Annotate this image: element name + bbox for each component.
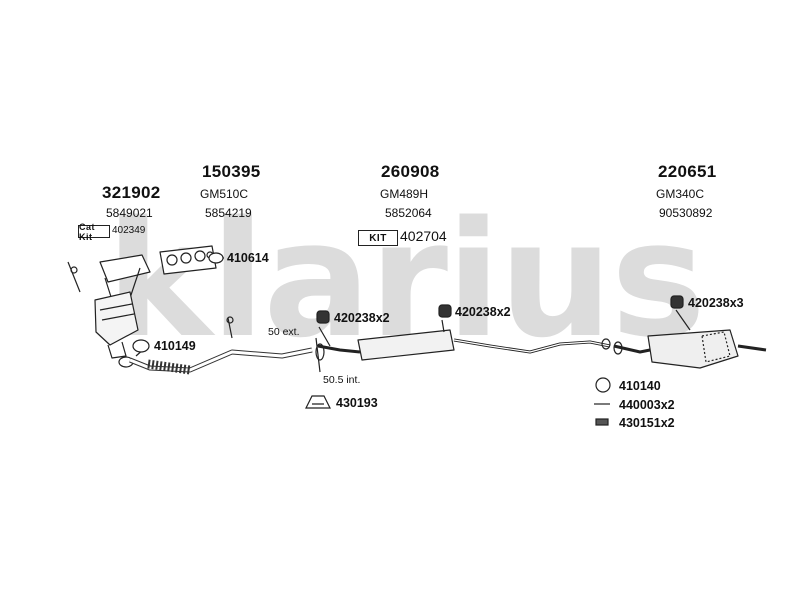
rubber-mount-icon (438, 304, 452, 318)
oem-code-front-pipe: GM510C (200, 187, 249, 201)
part-code-gasket-ring: 410149 (154, 339, 196, 353)
cat-kit-badge: Cat Kit (78, 222, 110, 242)
ref-number-front-pipe: 5854219 (205, 206, 252, 220)
rubber-mount-icon (670, 295, 684, 309)
nut-icon (595, 418, 609, 426)
part-code-gasket-set: 410614 (227, 251, 269, 265)
front-pipe-icon (118, 316, 313, 375)
part-number-front-pipe: 150395 (202, 162, 261, 181)
part-code-mount-3: 420238x3 (688, 296, 744, 310)
part-code-bolt: 440003x2 (619, 398, 675, 412)
manifold-gasket-icon (159, 245, 217, 275)
kit-number: 402704 (400, 228, 447, 244)
oem-code-centre: GM489H (380, 187, 429, 201)
part-code-ring: 410140 (619, 379, 661, 393)
centre-silencer-icon (315, 329, 611, 361)
kit-badge: KIT (358, 230, 398, 246)
gasket-ring-icon (132, 339, 150, 353)
part-number-catalyst: 321902 (102, 183, 161, 202)
part-code-mount-2: 420238x2 (455, 305, 511, 319)
int-dimension-note: 50.5 int. (323, 374, 361, 386)
part-code-nut: 430151x2 (619, 416, 675, 430)
ring-gasket-icon (595, 377, 611, 393)
rear-silencer-icon (613, 329, 767, 369)
ext-dimension-note: 50 ext. (268, 326, 300, 338)
ref-number-rear: 90530892 (659, 206, 713, 220)
brand-watermark: klarius (105, 186, 706, 373)
rubber-mount-icon (316, 310, 330, 324)
catalytic-converter-icon (67, 254, 151, 359)
clamp-icon (305, 395, 331, 409)
part-code-clamp: 430193 (336, 396, 378, 410)
part-number-rear: 220651 (658, 162, 717, 181)
part-number-centre: 260908 (381, 162, 440, 181)
oem-number-catalyst: 5849021 (106, 206, 153, 220)
gasket-icon (208, 252, 224, 264)
oem-code-rear: GM340C (656, 187, 705, 201)
cat-kit-number: 402349 (112, 225, 146, 236)
part-code-mount-1: 420238x2 (334, 311, 390, 325)
ref-number-centre: 5852064 (385, 206, 432, 220)
